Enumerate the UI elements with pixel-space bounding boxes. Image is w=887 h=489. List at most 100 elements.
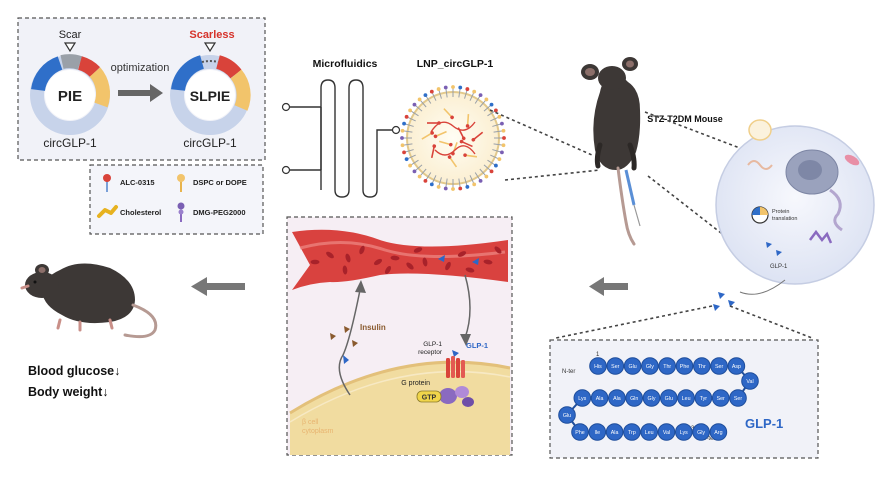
amino-acid-bead: Phe [675, 357, 694, 375]
outcome-line-2: Body weight↓ [28, 385, 109, 399]
amino-acid-bead: Ser [711, 389, 730, 407]
red-blood-cell [373, 258, 383, 266]
g-protein-icon [439, 386, 474, 407]
amino-acid-bead: Asp [727, 357, 746, 375]
released-circrna [747, 160, 773, 170]
red-blood-cell [483, 259, 493, 265]
amino-acid-label: Glu [628, 364, 636, 370]
slpie-core [185, 70, 235, 120]
red-blood-cell [384, 265, 392, 275]
amino-acid-label: Thr [663, 364, 671, 370]
slpie-plasmid: SLPIE Scarless circGLP-1 [170, 29, 251, 150]
red-blood-cell [326, 251, 334, 259]
amino-acid-bead: Gln [625, 389, 644, 407]
arrow-signaling-to-mouse-icon [191, 277, 245, 296]
pie-ring-orange-segment [89, 67, 111, 108]
red-blood-cells [310, 245, 502, 275]
pie-ring-red-segment [77, 56, 101, 78]
cell-membrane [715, 125, 875, 285]
microfluidics-chip: Microfluidics [281, 58, 401, 198]
secreted-glp1-cluster [713, 292, 735, 311]
amino-acid-bead: Val [657, 423, 676, 441]
optimization-label: optimization [111, 62, 170, 74]
red-blood-cell [445, 261, 451, 271]
amino-acid-bead: Tyr [694, 389, 713, 407]
scar-label: Scar [59, 29, 82, 41]
amino-acid-label: Leu [682, 396, 691, 402]
amino-acid-label: Thr [698, 364, 706, 370]
slpie-ring-blue-segment [171, 55, 205, 92]
alc0315-icon [103, 174, 111, 192]
amino-acid-bead: Glu [558, 406, 576, 424]
c-ter-label: C-ter [702, 436, 715, 442]
blood-vessel [292, 229, 508, 290]
vessel-glp1-icon [438, 255, 445, 262]
scarless-junction [201, 60, 219, 63]
peg-lipid-icon [177, 202, 185, 222]
optimization-arrow-icon [118, 84, 163, 102]
cluster-to-peptide-line-right [729, 305, 813, 339]
outlet-port [391, 125, 401, 135]
stz-t2dm-mouse: STZ-T2DM Mouse [581, 57, 723, 246]
legend-alc0315-label: ALC-0315 [120, 178, 155, 187]
protein-translation-line1: Protein [772, 209, 789, 215]
g-protein-label: G protein [401, 380, 430, 387]
amino-acid-bead: Ser [729, 389, 747, 407]
lipid-legend: ALC-0315 DSPC or DOPE Cholesterol DMG-PE… [89, 164, 264, 235]
amino-acid-label: Ser [717, 396, 725, 402]
insulin-granule-icon [330, 333, 336, 340]
amino-acid-bead: Arg [709, 423, 728, 441]
index-start-label: 1 [596, 352, 600, 358]
amino-acid-label: Phe [575, 430, 584, 436]
amino-acid-bead: Thr [658, 357, 677, 375]
endoplasmic-reticulum [829, 188, 843, 232]
amino-acid-bead: Leu [677, 389, 695, 407]
red-blood-cell [342, 265, 348, 275]
pie-caption: circGLP-1 [43, 136, 97, 150]
pie-plasmid: PIE Scar circGLP-1 [30, 29, 111, 150]
arrow-peptide-to-signaling-icon [589, 277, 628, 296]
treated-mouse-tail [123, 303, 158, 339]
amino-acid-bead: Lys [573, 389, 592, 407]
lnp-to-mouse-line-top [489, 109, 593, 156]
amino-acid-label: Phe [680, 364, 689, 370]
amino-acid-label: Lys [578, 396, 586, 402]
pie-core [45, 70, 95, 120]
lnp-shell [406, 91, 500, 185]
amino-acid-label: Ser [715, 364, 723, 370]
red-blood-cell [310, 259, 320, 265]
red-blood-cell [422, 257, 428, 267]
amino-acid-label: Ser [611, 364, 619, 370]
amino-acid-label: Ser [734, 396, 742, 402]
amino-acid-bead: Ala [590, 389, 609, 407]
mouse-to-cell-line-bottom [647, 175, 731, 241]
amino-acid-bead: Ile [588, 423, 607, 441]
serpentine-channel [320, 79, 392, 198]
insulin-label: Insulin [360, 323, 386, 332]
lnp-to-mouse-line-bottom [504, 169, 601, 181]
amino-acid-label: Gly [697, 430, 705, 436]
outcome-line-1: Blood glucose↓ [28, 364, 120, 378]
amino-acid-bead: Glu [623, 357, 642, 375]
microfluidics-label: Microfluidics [313, 58, 378, 70]
amino-acid-bead: Glu [660, 389, 678, 407]
scarless-marker-icon [203, 42, 217, 53]
pie-ring-scar-segment [60, 54, 83, 70]
red-blood-cell [359, 245, 365, 255]
amino-acid-bead: Gly [642, 389, 661, 407]
amino-acid-label: Val [663, 430, 670, 436]
slpie-caption: circGLP-1 [183, 136, 237, 150]
lnp-label: LNP_circGLP-1 [417, 58, 494, 70]
glp1-receptor-icon [446, 356, 465, 378]
red-blood-cell [494, 246, 502, 254]
amino-acid-bead: Gly [692, 423, 710, 441]
lnp-lipids [400, 85, 506, 191]
amino-acid-label: Gly [646, 364, 654, 370]
amino-acid-label: Ala [611, 430, 619, 436]
pie-name: PIE [58, 88, 82, 105]
cell-glp1-label: GLP-1 [770, 264, 788, 270]
mouse-label: STZ-T2DM Mouse [647, 114, 723, 124]
slpie-ring-red-segment [215, 55, 242, 79]
amino-acid-label: Leu [645, 430, 654, 436]
